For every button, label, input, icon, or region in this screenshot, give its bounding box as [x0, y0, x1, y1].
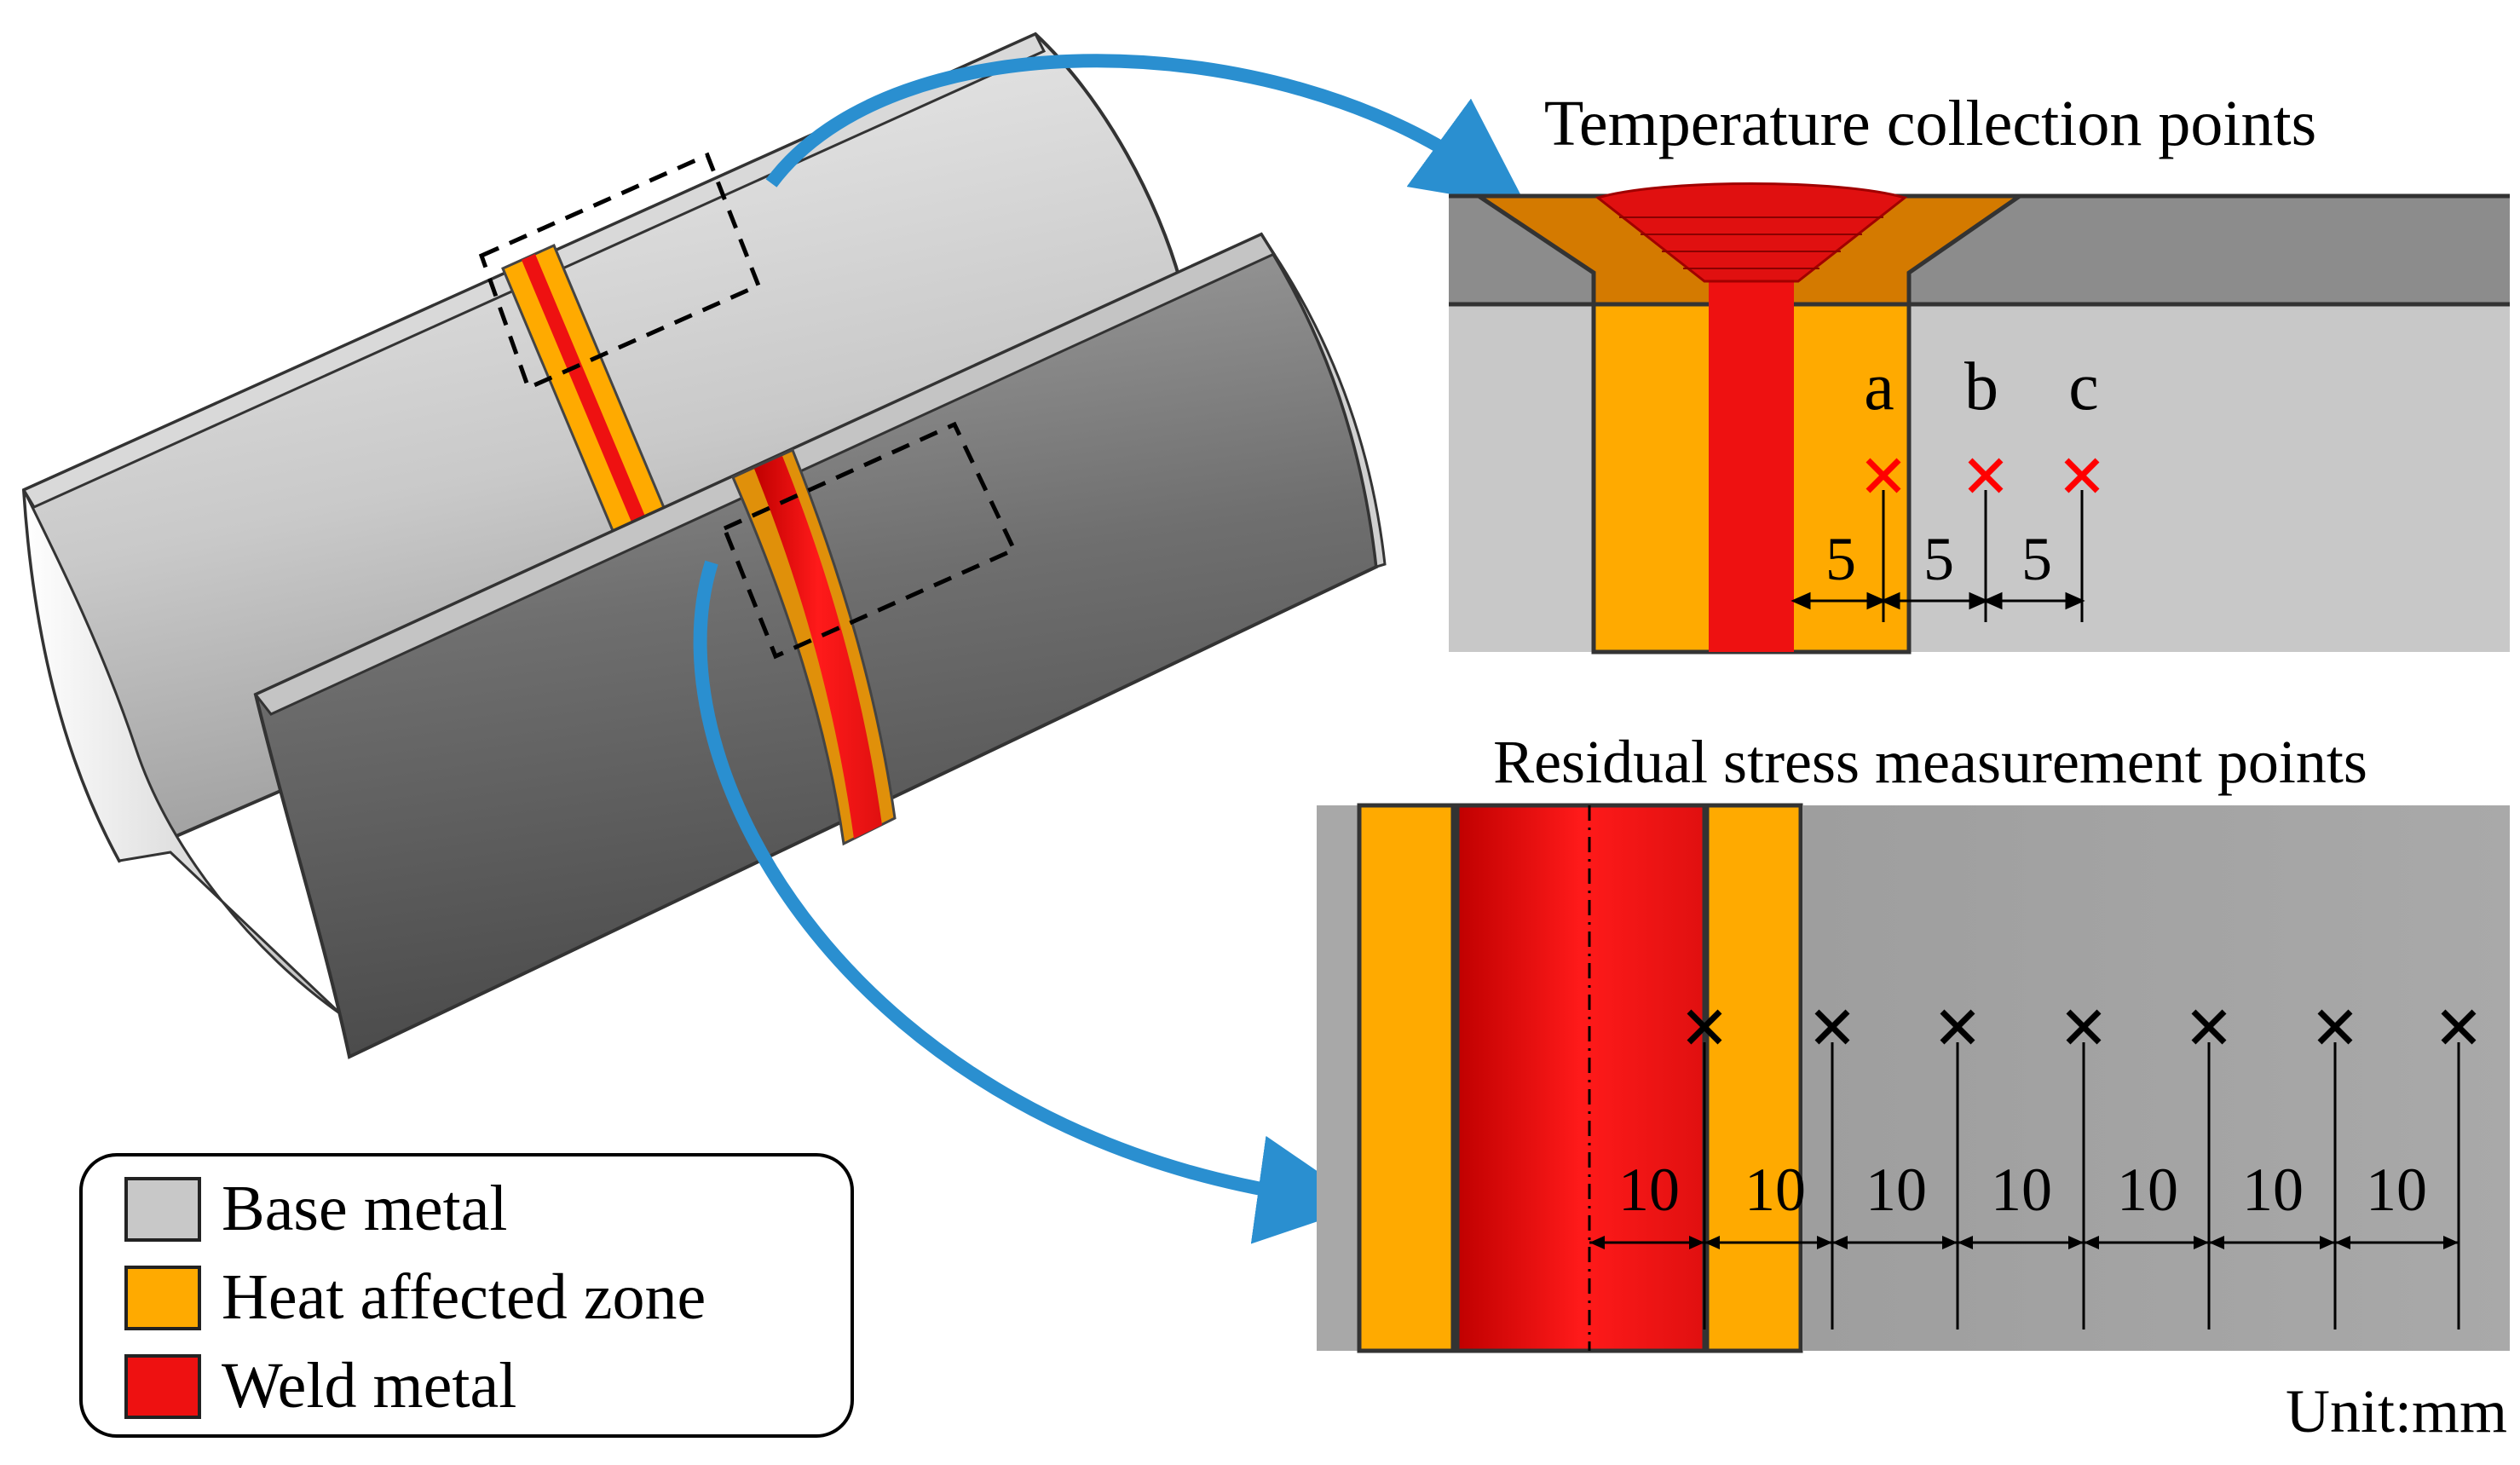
- res-haz-left: [1357, 803, 1456, 1353]
- temp-spacing-3: 5: [2021, 525, 2052, 593]
- res-marker-3-b: [1940, 1009, 1975, 1045]
- res-dimension-arrows-5: [2084, 1236, 2209, 1249]
- res-dimension-arrows-4: [1958, 1236, 2084, 1249]
- temp-weld-crown: [1594, 182, 1908, 283]
- res-marker-4-b: [2066, 1009, 2102, 1045]
- temp-marker-b: [1968, 458, 2004, 493]
- back-weld-metal: [522, 254, 646, 524]
- arrow-to-residual: [693, 560, 1367, 1244]
- temp-point-label-a: a: [1864, 349, 1894, 424]
- temp-point-label-c: c: [2068, 349, 2099, 424]
- temp-marker-a: [1865, 458, 1901, 493]
- arrow-to-temperature: [765, 54, 1527, 207]
- res-spacing-1: 10: [1618, 1156, 1680, 1224]
- res-dimension-arrows-2: [1704, 1236, 1832, 1249]
- res-dimension-arrows-3: [1832, 1236, 1958, 1249]
- legend-label-haz: Heat affected zone: [222, 1261, 706, 1333]
- legend-swatch-base-metal: [124, 1177, 201, 1242]
- res-spacing-3: 10: [1865, 1156, 1927, 1224]
- legend-frame: [79, 1153, 854, 1438]
- temp-marker-c: [2064, 458, 2100, 493]
- temperature-panel: Temperature collection points a b c: [1449, 88, 2510, 655]
- res-base-left: [1317, 805, 1359, 1351]
- res-weld: [1455, 803, 1707, 1353]
- pipe-front-end: [1260, 234, 1387, 568]
- legend-swatch-weld: [124, 1354, 201, 1419]
- residual-panel-title: Residual stress measurement points: [1493, 728, 2367, 796]
- legend: Base metal Heat affected zone Weld metal: [79, 1153, 854, 1438]
- legend-label-weld: Weld metal: [222, 1350, 516, 1422]
- res-spacing-2: 10: [1744, 1156, 1806, 1224]
- temp-spacing-2: 5: [1923, 525, 1954, 593]
- res-marker-7-b: [2441, 1009, 2477, 1045]
- res-spacing-7: 10: [2366, 1156, 2427, 1224]
- dashed-box-front: [721, 421, 1018, 660]
- res-dimension-arrows-7: [2335, 1236, 2459, 1249]
- res-marker-6-b: [2317, 1009, 2353, 1045]
- pipe-inner-surface: [22, 489, 343, 1016]
- temperature-panel-title: Temperature collection points: [1544, 88, 2316, 159]
- unit-label: Unit:mm: [2286, 1377, 2507, 1445]
- res-spacing-5: 10: [2117, 1156, 2178, 1224]
- legend-label-base-metal: Base metal: [222, 1173, 508, 1244]
- res-marker-5-b: [2191, 1009, 2227, 1045]
- dashed-box-back: [478, 152, 762, 391]
- legend-swatch-haz: [124, 1266, 201, 1330]
- res-marker-1-b: [1687, 1009, 1722, 1045]
- res-markers: [1589, 1009, 2477, 1329]
- pipe-illustration: [21, 32, 1527, 1244]
- res-marker-2-b: [1814, 1009, 1850, 1045]
- temp-point-label-b: b: [1964, 349, 1998, 424]
- temp-spacing-1: 5: [1825, 525, 1856, 593]
- res-spacing-6: 10: [2242, 1156, 2304, 1224]
- res-base-right: [1802, 805, 2510, 1351]
- res-spacing-4: 10: [1991, 1156, 2052, 1224]
- temp-weld-column: [1709, 281, 1794, 652]
- res-dimension-arrows-6: [2209, 1236, 2335, 1249]
- front-weld-metal: [754, 456, 882, 839]
- residual-panel: Residual stress measurement points 10 10…: [1317, 728, 2510, 1445]
- res-haz-right: [1704, 803, 1803, 1353]
